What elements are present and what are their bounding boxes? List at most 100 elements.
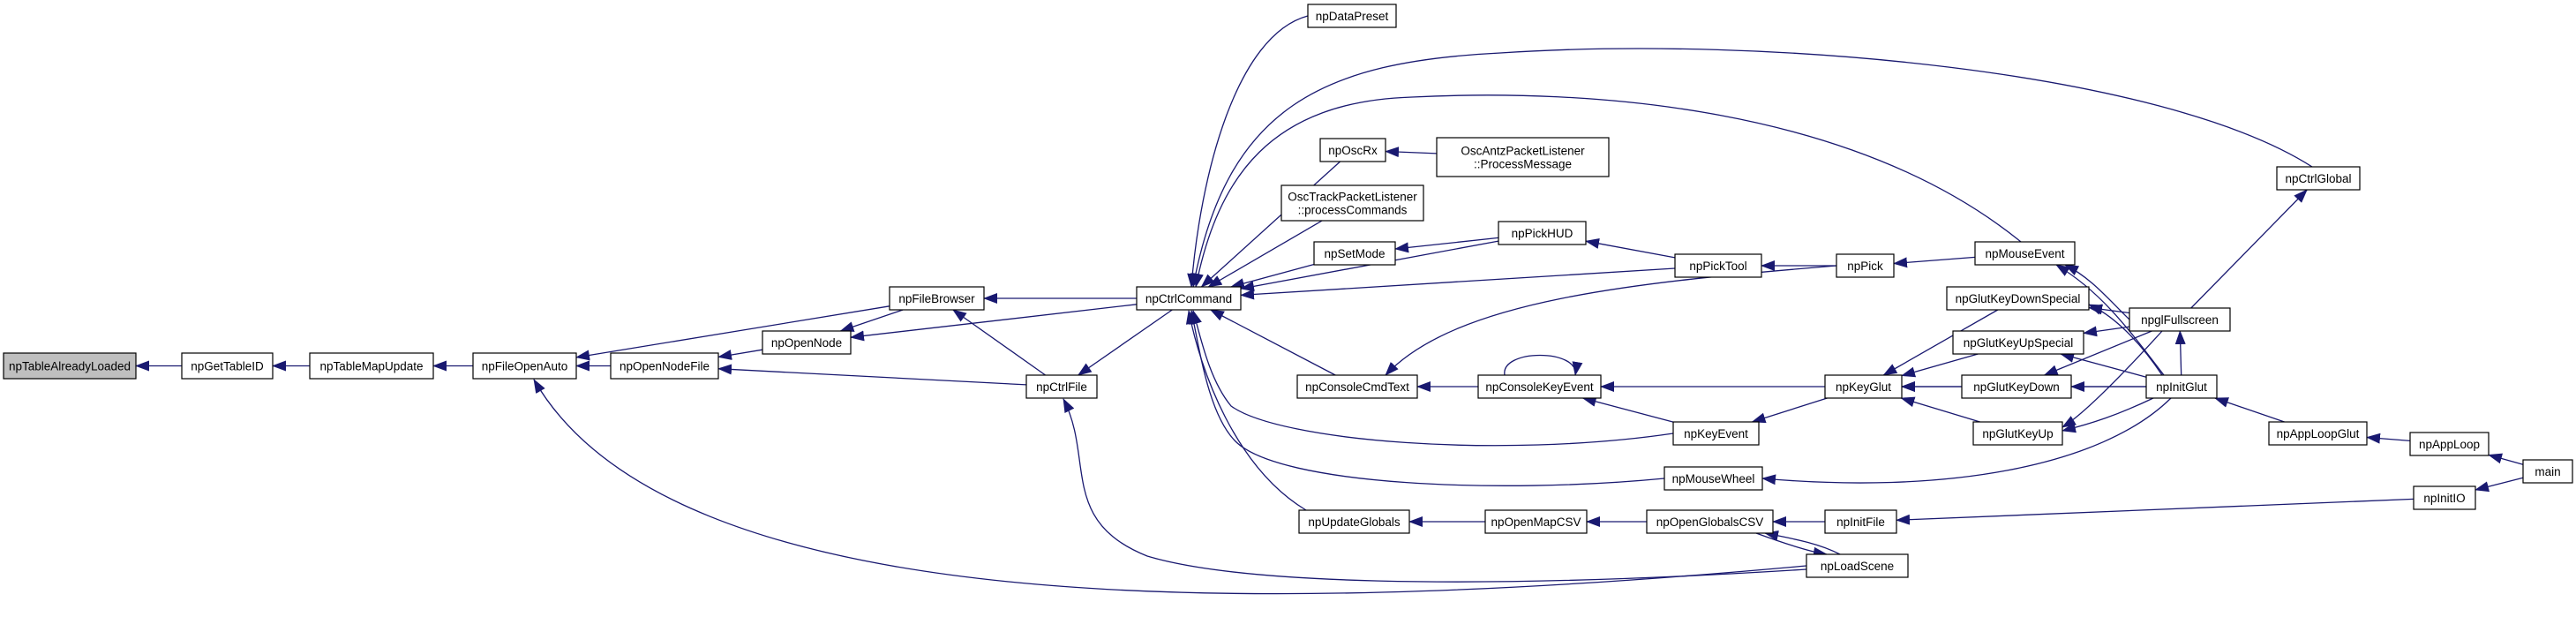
node-npInitIO[interactable]: npInitIO (2413, 485, 2476, 510)
node-npOpenNodeFile[interactable]: npOpenNodeFile (610, 352, 719, 380)
node-npFileOpenAuto[interactable]: npFileOpenAuto (472, 352, 577, 380)
node-box (1484, 509, 1588, 534)
edge-npAppLoop-to-npAppLoopGlut (2366, 433, 2411, 444)
node-label: npMouseWheel (1672, 472, 1755, 485)
edge-npglFullscreen-to-npGlutKeyUpSpecial (2083, 326, 2130, 337)
node-box (762, 330, 852, 355)
edge-npInitGlut-to-npGlutKeyUp (2062, 397, 2154, 433)
node-npGetTableID[interactable]: npGetTableID (181, 352, 274, 380)
node-npGlutKeyUpSpecial[interactable]: npGlutKeyUpSpecial (1952, 330, 2084, 355)
node-box (2522, 459, 2573, 484)
node-npOpenGlobalsCSV[interactable]: npOpenGlobalsCSV (1646, 509, 1774, 534)
node-npTableAlreadyLoaded[interactable]: npTableAlreadyLoaded (3, 352, 137, 380)
node-label: npTableMapUpdate (319, 360, 423, 373)
node-box (472, 352, 577, 380)
node-npInitGlut[interactable]: npInitGlut (2145, 374, 2218, 399)
node-npCtrlFile[interactable]: npCtrlFile (1025, 374, 1098, 399)
node-box (309, 352, 434, 380)
node-label: npOpenGlobalsCSV (1656, 515, 1764, 529)
edge-npLoadScene-to-npOpenGlobalsCSV (1764, 530, 1841, 555)
node-label: npInitIO (2423, 492, 2465, 505)
node-main[interactable]: main (2522, 459, 2573, 484)
node-npTableMapUpdate[interactable]: npTableMapUpdate (309, 352, 434, 380)
edge-main-to-npAppLoop (2488, 453, 2524, 465)
node-box (1646, 509, 1774, 534)
edge-npCtrlFile-to-npOpenNodeFile (717, 364, 1027, 386)
node-box (2145, 374, 2218, 399)
node-npCtrlCommand[interactable]: npCtrlCommand (1136, 286, 1242, 311)
node-npGlutKeyUp[interactable]: npGlutKeyUp (1972, 421, 2063, 446)
node-box (1136, 286, 1242, 311)
edge-npMouseEvent-to-npPick (1893, 256, 1976, 268)
node-npOscRx[interactable]: npOscRx (1319, 138, 1386, 162)
node-box (1961, 374, 2072, 399)
node-npSetMode[interactable]: npSetMode (1313, 241, 1396, 266)
edge-npGlutKeyDownSpecial-to-npKeyGlut (1882, 309, 1999, 376)
node-npPickHUD[interactable]: npPickHUD (1498, 221, 1587, 245)
edge-npglFullscreen-to-npCtrlGlobal (2190, 189, 2308, 309)
edge-layer (135, 15, 2524, 595)
node-box (1952, 330, 2084, 355)
node-OscAntzPacketListener[interactable]: OscAntzPacketListener::ProcessMessage (1436, 137, 1610, 177)
node-npKeyEvent[interactable]: npKeyEvent (1672, 421, 1760, 446)
node-box (2268, 421, 2368, 446)
node-npPickTool[interactable]: npPickTool (1674, 253, 1762, 278)
node-npDataPreset[interactable]: npDataPreset (1307, 4, 1397, 28)
node-npGlutKeyDownSpecial[interactable]: npGlutKeyDownSpecial (1946, 286, 2090, 311)
node-label: npConsoleCmdText (1305, 380, 1409, 394)
node-layer: npTableAlreadyLoaded npGetTableID npTableM… (3, 4, 2573, 578)
node-label: npCtrlCommand (1145, 292, 1232, 305)
node-label: npGlutKeyUpSpecial (1964, 336, 2074, 350)
edge-npOscRx-to-npCtrlCommand (1200, 161, 1341, 288)
node-label: npPick (1847, 260, 1883, 273)
edge-npCtrlFile-to-npFileBrowser (952, 309, 1046, 376)
node-npAppLoop[interactable]: npAppLoop (2409, 432, 2490, 456)
node-box (889, 286, 985, 311)
node-npConsoleCmdText[interactable]: npConsoleCmdText (1296, 374, 1418, 399)
edge-npOpenGlobalsCSV-to-npLoadScene (1755, 532, 1828, 558)
edge-npGlutKeyUpSpecial-to-npKeyGlut (1901, 353, 1979, 378)
node-box (1307, 4, 1397, 28)
node-box (2129, 307, 2231, 332)
edge-npSetMode-to-npCtrlCommand (1229, 263, 1315, 289)
node-npOpenNode[interactable]: npOpenNode (762, 330, 852, 355)
node-npConsoleKeyEvent[interactable]: npConsoleKeyEvent (1477, 374, 1602, 399)
node-box (1836, 253, 1895, 278)
edge-npKeyGlut-to-npKeyEvent (1751, 397, 1828, 424)
node-box (1313, 241, 1396, 266)
node-npOpenMapCSV[interactable]: npOpenMapCSV (1484, 509, 1588, 534)
node-label: npDataPreset (1316, 10, 1389, 23)
node-npAppLoopGlut[interactable]: npAppLoopGlut (2268, 421, 2368, 446)
edge-npInitGlut-to-npGlutKeyDownSpecial (2088, 304, 2163, 376)
edge-npLoadScene-to-npFileOpenAuto (533, 379, 1807, 595)
node-npCtrlGlobal[interactable]: npCtrlGlobal (2276, 166, 2361, 191)
edge-npPickTool-to-npCtrlCommand (1240, 267, 1676, 300)
node-npKeyGlut[interactable]: npKeyGlut (1824, 374, 1903, 399)
node-npFileBrowser[interactable]: npFileBrowser (889, 286, 985, 311)
node-OscTrackPacketListener[interactable]: OscTrackPacketListener::processCommands (1280, 184, 1424, 222)
node-npLoadScene[interactable]: npLoadScene (1806, 553, 1909, 578)
node-label: ::ProcessMessage (1474, 158, 1572, 171)
node-npMouseWheel[interactable]: npMouseWheel (1664, 466, 1763, 491)
edge-OscTrackPacketListener-to-npCtrlCommand (1207, 220, 1323, 288)
node-label: npGlutKeyDownSpecial (1956, 292, 2081, 305)
node-label: npInitFile (1836, 515, 1885, 529)
edge-npFileBrowser-to-npFileOpenAuto (575, 305, 890, 361)
edge-npKeyEvent-to-npCtrlCommand (1191, 310, 1674, 447)
node-npInitFile[interactable]: npInitFile (1824, 509, 1897, 534)
node-npglFullscreen[interactable]: npglFullscreen (2129, 307, 2231, 332)
edge-npConsoleKeyEvent-to-npConsoleKeyEvent (1504, 354, 1583, 376)
node-npPick[interactable]: npPick (1836, 253, 1895, 278)
node-label: npGlutKeyDown (1973, 380, 2060, 394)
node-label: OscTrackPacketListener (1288, 191, 1417, 204)
edge-npDataPreset-to-npCtrlCommand (1187, 15, 1309, 288)
edge-npglFullscreen-to-npMouseEvent (2064, 264, 2130, 320)
node-label: npInitGlut (2156, 380, 2207, 394)
node-label: npOpenMapCSV (1491, 515, 1581, 529)
node-box (3, 352, 137, 380)
node-npUpdateGlobals[interactable]: npUpdateGlobals (1298, 509, 1410, 534)
node-npMouseEvent[interactable]: npMouseEvent (1974, 241, 2076, 266)
node-npGlutKeyDown[interactable]: npGlutKeyDown (1961, 374, 2072, 399)
node-box (1824, 374, 1903, 399)
